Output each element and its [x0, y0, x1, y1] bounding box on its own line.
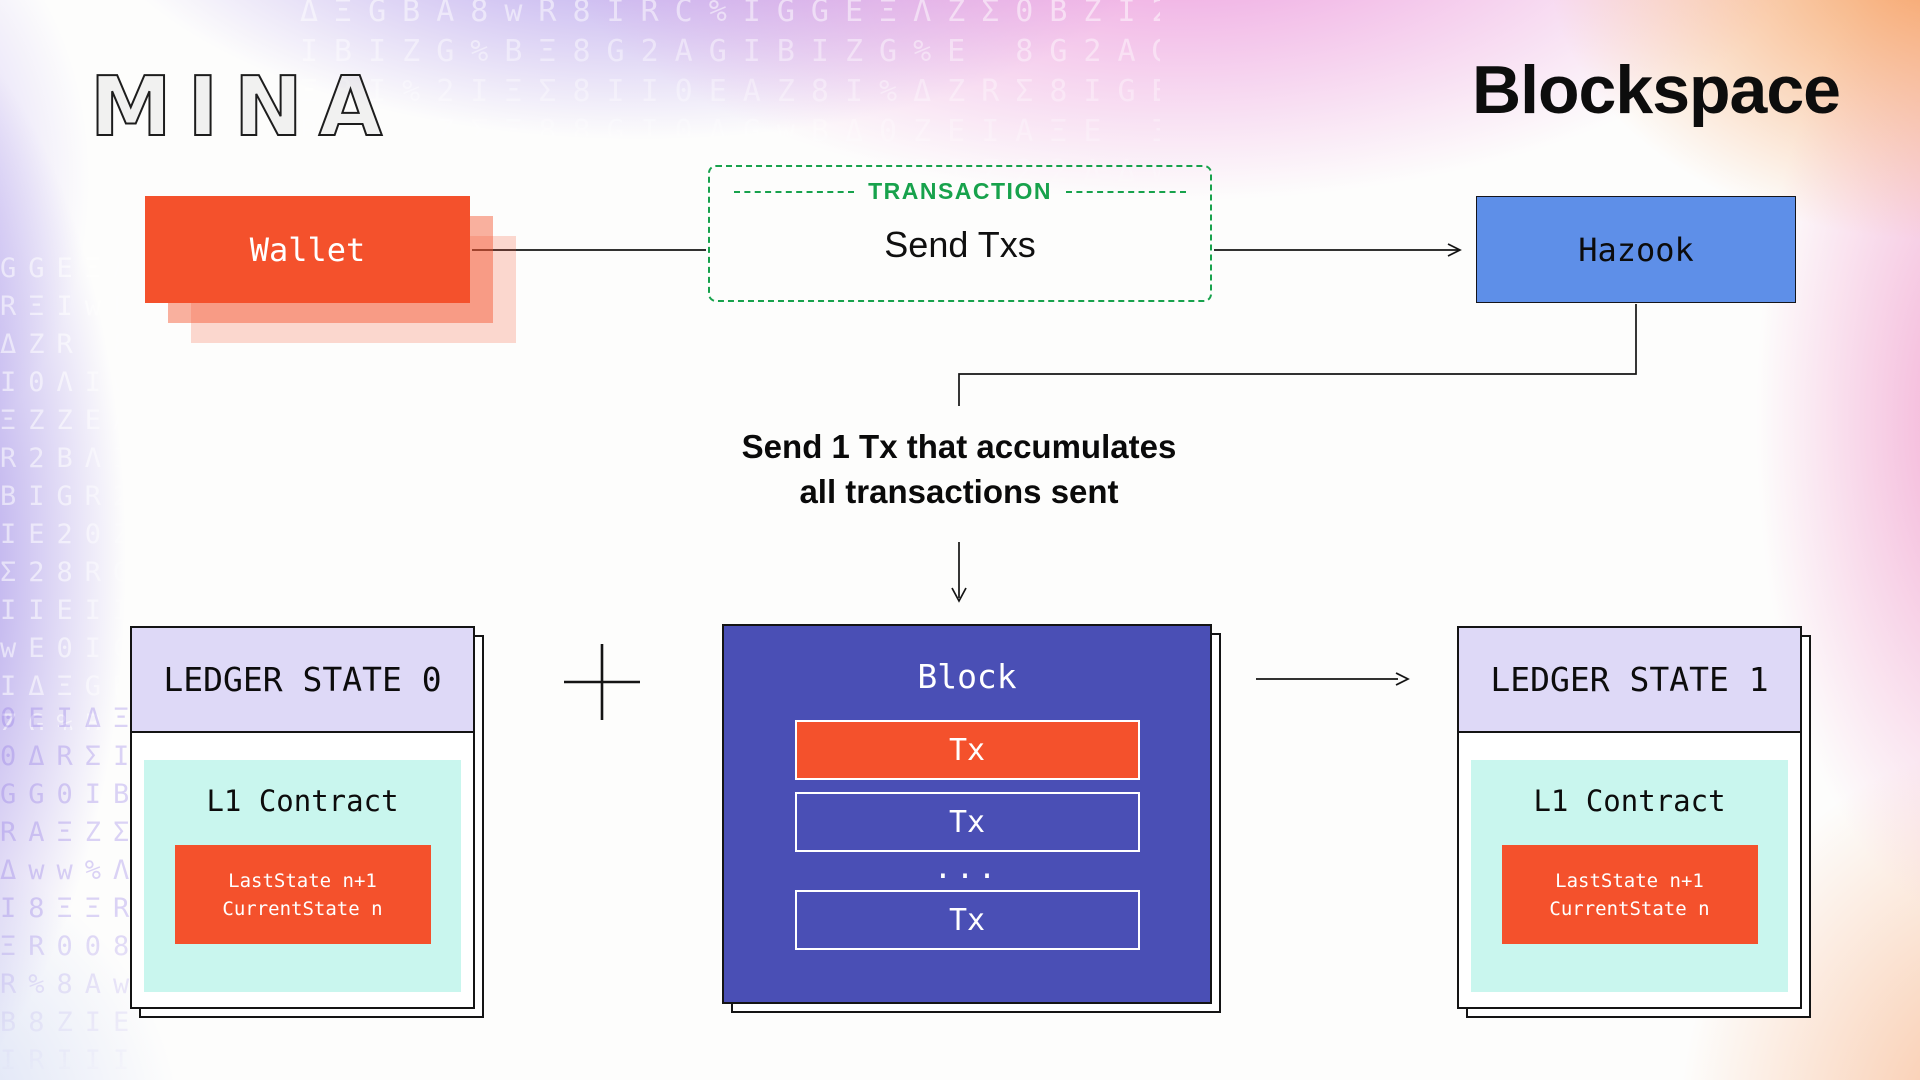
l1-contract-title: L1 Contract	[206, 784, 399, 818]
accumulate-note-line-2: all transactions sent	[799, 473, 1119, 510]
block-group: Block Tx Tx ... Tx	[722, 624, 1221, 1013]
mina-logo: MINA	[89, 60, 399, 155]
ledger-state-0-body: L1 Contract LastState n+1 CurrentState n	[130, 733, 475, 1009]
state-line-1: LastState n+1	[228, 869, 377, 892]
ledger-state-1-title: LEDGER STATE 1	[1490, 660, 1769, 699]
block-box: Block Tx Tx ... Tx	[722, 624, 1212, 1004]
wallet-card-stack: Wallet	[145, 196, 516, 343]
transaction-tag: TRANSACTION	[868, 178, 1052, 204]
ledger-state-0-l1-contract-box: L1 Contract LastState n+1 CurrentState n	[144, 760, 461, 992]
state-line-2: CurrentState n	[1549, 897, 1710, 920]
tx-ellipsis: ...	[933, 851, 1001, 886]
hazook-label: Hazook	[1578, 230, 1694, 269]
state-line-1: LastState n+1	[1555, 869, 1704, 892]
legend-dash-right	[1065, 190, 1187, 193]
accumulate-note-line-1: Send 1 Tx that accumulates	[741, 428, 1177, 465]
state-line-2: CurrentState n	[222, 897, 383, 920]
legend-dash-left	[734, 190, 855, 193]
ledger-state-1-header: LEDGER STATE 1	[1457, 626, 1802, 733]
contract-state-box: LastState n+1 CurrentState n	[1501, 845, 1758, 944]
tx-row-filled: Tx	[794, 720, 1140, 780]
contract-state-box: LastState n+1 CurrentState n	[174, 845, 431, 944]
hazook-box: Hazook	[1476, 196, 1796, 303]
send-txs-label: Send Txs	[884, 223, 1036, 265]
page-title: Blockspace	[1472, 52, 1841, 128]
ledger-state-1-group: LEDGER STATE 1 L1 Contract LastState n+1…	[1457, 626, 1811, 1018]
tx-row-outline-2: Tx	[794, 890, 1140, 950]
ledger-state-0-group: LEDGER STATE 0 L1 Contract LastState n+1…	[130, 626, 484, 1018]
ledger-state-1-body: L1 Contract LastState n+1 CurrentState n	[1457, 733, 1802, 1009]
transaction-legend-row: TRANSACTION	[710, 178, 1210, 205]
wallet-box: Wallet	[145, 196, 470, 303]
l1-contract-title: L1 Contract	[1533, 784, 1726, 818]
accumulate-note: Send 1 Tx that accumulates all transacti…	[609, 424, 1309, 514]
transaction-box: TRANSACTION Send Txs	[708, 165, 1212, 302]
ledger-state-0-title: LEDGER STATE 0	[163, 660, 442, 699]
ledger-state-1-l1-contract-box: L1 Contract LastState n+1 CurrentState n	[1471, 760, 1788, 992]
tx-row-outline-1: Tx	[794, 792, 1140, 852]
block-title: Block	[917, 657, 1017, 696]
wallet-label: Wallet	[249, 230, 366, 269]
ledger-state-0-header: LEDGER STATE 0	[130, 626, 475, 733]
